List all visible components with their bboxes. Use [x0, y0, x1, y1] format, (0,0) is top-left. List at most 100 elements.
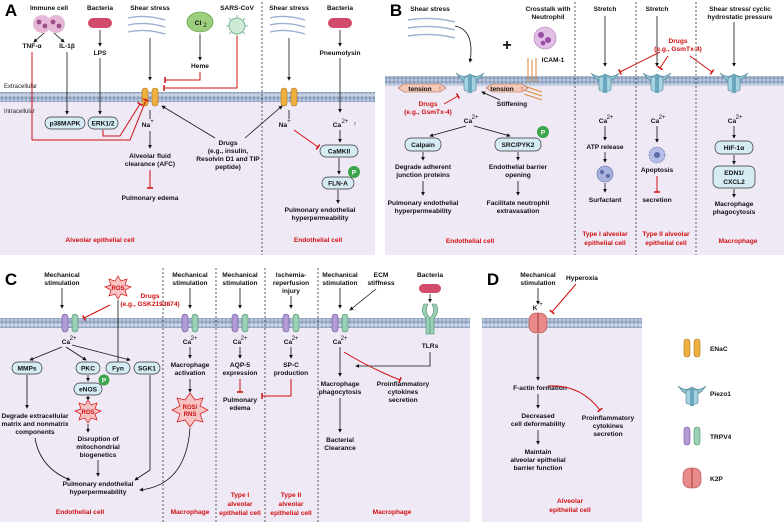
phospho-badge-c — [98, 374, 110, 386]
bacteria-label: Bacteria — [87, 5, 113, 12]
aqp5-label-2: expression — [223, 370, 258, 377]
degrade-ecm-label-1: Degrade extracellular — [1, 413, 69, 420]
ros-label-c2: ROS — [81, 410, 94, 416]
na-label: Na — [142, 122, 151, 129]
mech-label-c3: Mechanical — [222, 272, 258, 279]
src-node — [494, 137, 542, 152]
panel-a: A Extracellular Intracellular Immune cel… — [0, 1, 375, 255]
ecm-label-2: stiffness — [367, 280, 394, 287]
mac-activation-label-2: activation — [175, 370, 206, 377]
endothelial-cell-label-a: Endothelial cell — [294, 237, 343, 244]
ca-superscript-c4: 2+ — [292, 336, 299, 342]
panel-d: D Mechanical stimulation Hyperoxia K + F… — [482, 270, 642, 522]
shear-stress-label-2: Shear stress — [269, 5, 309, 12]
bacteria-icon — [88, 18, 112, 28]
spc-label-2: production — [274, 370, 308, 377]
spc-label-1: SP-C — [283, 362, 299, 369]
sars-label: SARS-CoV — [220, 5, 254, 12]
proinflammatory-label-c-3: secretion — [388, 397, 417, 404]
shear-cyclic-label-1: Shear stress/ cyclic — [709, 6, 771, 13]
ca-superscript-b3: 2+ — [659, 115, 666, 121]
drugs-label-a-3: Resolvin D1 and TIP — [196, 156, 260, 163]
drugs-label-a-2: (e.g., insulin, — [208, 148, 248, 155]
phospho-badge-a — [348, 166, 360, 178]
legend-enac-label: ENaC — [710, 346, 728, 353]
k2p-channel-icon-d — [528, 312, 548, 334]
alveolar-cell-label-d-1: Alveolar — [557, 498, 583, 505]
ischemia-label-3: injury — [282, 288, 300, 295]
ca-superscript-c5: 2+ — [341, 336, 348, 342]
legend-trpv4-icon — [683, 426, 701, 446]
legend-enac-icon — [683, 338, 701, 358]
extracellular-label: Extracellular — [4, 84, 37, 90]
ca-label-b3: Ca — [651, 118, 660, 125]
k-label: K — [533, 305, 538, 312]
flna-label: FLN-A — [328, 181, 348, 188]
bacteria-icon-c — [419, 284, 441, 293]
mmps-node — [11, 361, 43, 375]
surfactant-label: Surfactant — [589, 197, 622, 204]
type1-cell-label-c-1: Type I — [231, 492, 250, 499]
stiffening-label: Stiffening — [497, 101, 527, 108]
flna-node — [321, 176, 355, 190]
neutrophil-extravasation-label-1: Facilitate neutrophil — [487, 200, 550, 207]
icam-label: ICAM-1 — [542, 57, 565, 64]
stretch-label-1: Stretch — [594, 6, 617, 13]
shear-stress-arrows-icon — [127, 15, 166, 35]
enos-label: eNOS — [79, 387, 98, 394]
proinflammatory-label-c-1: Proinflammatory — [377, 381, 430, 388]
bacteria-icon-2 — [328, 18, 352, 28]
ros-rns-burst-icon — [171, 392, 209, 428]
drugs-label-a: Drugs — [218, 140, 237, 147]
enos-node — [73, 382, 103, 396]
crosstalk-label-1: Crosstalk with — [525, 6, 570, 13]
disruption-label-2: mitochondrial — [76, 444, 120, 451]
calpain-node — [404, 137, 442, 152]
maintain-label-3: barrier function — [514, 465, 563, 472]
type1-cell-label-c-3: epithelial cell — [219, 510, 261, 517]
intracellular-label: Intracellular — [4, 109, 35, 115]
edn1-label-1: EDN1/ — [724, 170, 744, 177]
mmps-label: MMPs — [17, 366, 36, 373]
afc-label-1: Alveolar fluid — [129, 153, 171, 160]
ca-label-c3: Ca — [233, 339, 242, 346]
ca-label-c5: Ca — [333, 339, 342, 346]
ischemia-label-1: Ischemia- — [276, 272, 306, 279]
stim-label-c3: stimulation — [222, 280, 257, 287]
pulmonary-edema-label-c-2: edema — [230, 405, 251, 412]
proinflammatory-label-d-3: secretion — [593, 431, 622, 438]
hyperpermeability-label-c-1: Pulmonary endothelial — [63, 481, 134, 488]
sgk1-node — [133, 361, 161, 375]
tlrs-label: TLRs — [422, 343, 439, 350]
il1b-label: IL-1β — [59, 43, 75, 50]
edn1-label-2: CXCL2 — [723, 179, 745, 186]
immune-cell-icon — [33, 15, 65, 33]
calpain-label: Calpain — [411, 142, 435, 149]
tension-right-badge — [485, 83, 529, 93]
shear-cyclic-label-2: hydrostatic pressure — [707, 14, 773, 21]
sgk1-label: SGK1 — [138, 366, 156, 373]
neutrophil-icon — [533, 26, 557, 50]
drugs-label-b3: Drugs — [668, 38, 687, 45]
camkii-node — [319, 144, 359, 158]
crosstalk-label-2: Neutrophil — [532, 14, 565, 21]
legend-k2p-icon — [682, 467, 702, 489]
factin-label: F-actin formation — [513, 385, 567, 392]
panel-b: B Shear stress Crosstalk with Neutrophil… — [385, 1, 784, 255]
mech-label-c2: Mechanical — [172, 272, 208, 279]
ros-rns-label-1: ROS/ — [183, 405, 198, 411]
hyperpermeability-label-a-2: hyperpermeability — [292, 215, 349, 222]
ca-label-c2: Ca — [183, 339, 192, 346]
camkii-label: CaMKII — [328, 149, 351, 156]
panel-c-label: C — [5, 270, 17, 289]
stretch-label-2: Stretch — [646, 6, 669, 13]
panel-a-membrane — [0, 92, 375, 102]
plus-icon: + — [502, 37, 511, 54]
tnf-label: TNF-α — [22, 43, 41, 50]
mac-activation-label-1: Macrophage — [171, 362, 210, 369]
ca-label-b: Ca — [464, 118, 473, 125]
p38mapk-node — [44, 116, 86, 130]
hyperoxia-label: Hyperoxia — [566, 275, 598, 282]
phospho-badge-b — [537, 126, 549, 138]
bacteria-label-c: Bacteria — [417, 272, 443, 279]
